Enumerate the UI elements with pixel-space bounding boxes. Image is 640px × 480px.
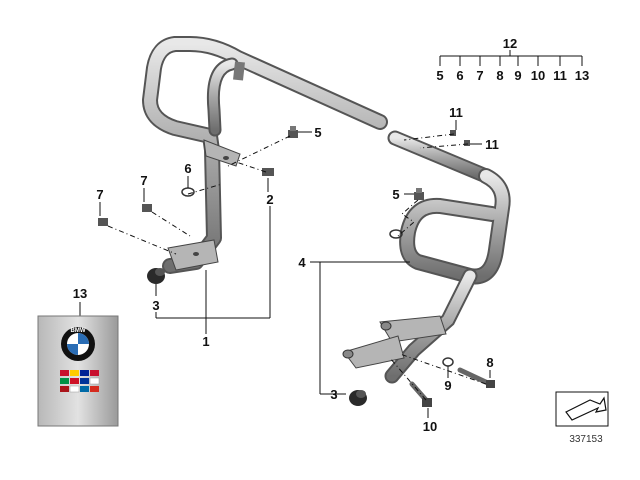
screw-11-a [450, 130, 456, 136]
language-flags [60, 370, 100, 393]
label-5-right: 5 [392, 187, 399, 202]
bmw-logo-text: BMW [71, 328, 86, 334]
label-2: 2 [266, 192, 273, 207]
washer-9 [442, 357, 454, 367]
label-3-right: 3 [330, 387, 337, 402]
arrow-icon [565, 396, 607, 421]
screw-5-right [414, 188, 424, 200]
label-7-b: 7 [140, 173, 147, 188]
rubber-cap-3-right [349, 390, 367, 406]
label-3-left: 3 [152, 298, 159, 313]
washer-6 [181, 187, 195, 197]
label-11-b: 11 [485, 137, 499, 152]
kit-item-7: 7 [476, 68, 483, 83]
screw-7-b [142, 204, 152, 212]
kit-item-8: 8 [496, 68, 503, 83]
label-7-a: 7 [96, 187, 103, 202]
label-1: 1 [202, 334, 209, 349]
screw-5-left [288, 126, 298, 138]
assembly-lines [107, 133, 487, 401]
washer-right [389, 229, 403, 239]
label-8: 8 [486, 355, 493, 370]
label-10: 10 [423, 419, 437, 434]
kit-item-13: 13 [575, 68, 589, 83]
left-crash-bar [142, 36, 388, 274]
kit-item-6: 6 [456, 68, 463, 83]
label-13: 13 [73, 286, 87, 301]
label-5-left: 5 [314, 125, 321, 140]
rubber-cap-3-left [147, 268, 165, 284]
diagram-id-badge: 337153 [555, 391, 609, 445]
label-6: 6 [184, 161, 191, 176]
bolt-8 [457, 367, 495, 388]
label-12: 12 [503, 36, 517, 51]
leader-lines [99, 50, 583, 418]
screw-7-a [98, 218, 108, 226]
upper-connecting-tube [387, 130, 494, 184]
kit-item-5: 5 [436, 68, 443, 83]
bolt-2 [262, 168, 274, 176]
label-11-a: 11 [449, 105, 463, 120]
right-crash-bar [342, 168, 511, 384]
owners-booklet: BMW [37, 302, 119, 427]
diagram-id: 337153 [569, 434, 603, 445]
kit-item-10: 10 [531, 68, 545, 83]
label-4: 4 [298, 255, 306, 270]
kit-item-11: 11 [553, 68, 567, 83]
screw-11-b [464, 140, 470, 146]
bmw-logo: BMW [61, 327, 95, 361]
label-9: 9 [444, 378, 451, 393]
part-labels: 12 5 6 7 8 9 10 11 13 5 5 11 11 6 7 7 2 … [73, 36, 589, 434]
kit-item-9: 9 [514, 68, 521, 83]
